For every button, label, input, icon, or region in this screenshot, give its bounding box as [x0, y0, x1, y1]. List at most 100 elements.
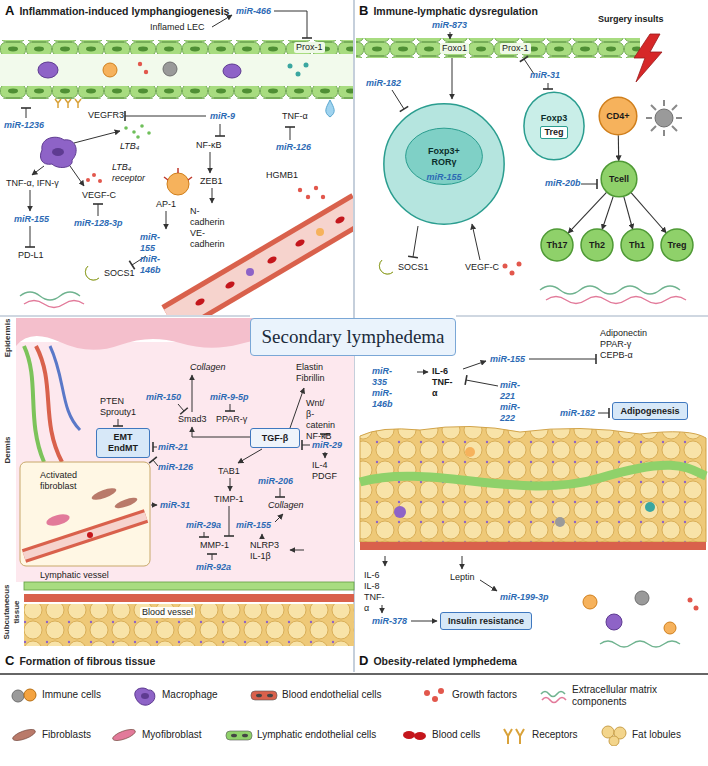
text-label: Th2 — [589, 240, 605, 251]
text-label: C — [5, 653, 14, 668]
label-anchor: miR-9-5p — [210, 392, 249, 403]
adipose-tissue — [360, 426, 706, 546]
lymphatic-vessel — [0, 40, 353, 54]
text-label: Treg — [540, 126, 567, 139]
activation-arrow — [325, 452, 326, 458]
inhibition-bar — [466, 380, 498, 386]
inhibition-bar — [26, 108, 27, 118]
vessel-layers — [24, 604, 354, 646]
label-anchor: miR-221 miR-222 — [500, 380, 520, 424]
label-anchor: miR-155 — [490, 354, 525, 365]
legend-swatch-part — [414, 732, 426, 740]
t-cell — [164, 168, 192, 195]
ltb4-molecule — [124, 124, 151, 139]
ecm-fiber — [546, 297, 686, 304]
label-anchor: IL-6 IL-8 TNF-α — [364, 570, 385, 614]
adipose-tissue — [360, 542, 706, 550]
inhibition-bar — [220, 124, 221, 136]
text-label: AP-1 — [156, 199, 176, 210]
legend-swatch-part — [541, 692, 565, 697]
mirna-label: miR-9 — [210, 111, 235, 122]
label-anchor: NF-κB — [196, 140, 222, 151]
inhibition-bar — [98, 204, 99, 216]
fibroblast-inset — [20, 462, 150, 566]
activation-arrow — [472, 224, 480, 260]
mirna-label: miR-9-5p — [210, 392, 249, 403]
fibroblast-inset — [24, 516, 146, 556]
text-label: Subcutaneous tissue — [2, 584, 22, 639]
label-anchor: HGMB1 — [266, 170, 298, 181]
receptor — [55, 99, 81, 108]
immune-cell — [688, 598, 693, 603]
legend-swatch — [600, 724, 628, 746]
text-label: PTEN Sprouty1 — [100, 396, 136, 418]
activation-arrow — [192, 427, 250, 437]
label-anchor: N-cadherin VE-cadherin — [190, 206, 225, 250]
inhibition-bar — [392, 90, 404, 109]
activation-arrow — [262, 534, 263, 539]
activation-arrow — [450, 32, 451, 39]
process-box: TGF-β — [250, 428, 300, 448]
cell-outline — [601, 161, 637, 197]
label-anchor: miR-182 — [560, 408, 595, 419]
activation-arrow — [480, 580, 497, 591]
label-anchor: Adiponectin PPAR-γ CEPB-α — [600, 328, 647, 361]
label-anchor: miR-1236 — [4, 120, 44, 131]
text-label: Extracellular matrix components — [572, 684, 684, 708]
label-anchor: Inflamed LEC — [150, 22, 205, 33]
blood-vessel — [334, 215, 346, 225]
text-label: Prox-1 — [500, 43, 531, 54]
dendritic-cell — [655, 109, 673, 127]
connector — [631, 193, 666, 233]
fibroblast-inset — [87, 532, 93, 538]
lymphatic-vessel — [356, 38, 640, 58]
socs1-icon — [379, 260, 393, 274]
legend-swatch — [110, 724, 138, 746]
adipose-tissue — [465, 447, 475, 457]
connector — [568, 192, 606, 233]
legend-swatch-part — [135, 688, 155, 705]
immune-cell — [288, 64, 293, 69]
legend-item: Fat lobules — [600, 724, 681, 746]
text-label: Th1 — [629, 240, 645, 251]
label-anchor: miR-873 — [432, 20, 467, 31]
text-label: Blood vessel — [140, 607, 195, 618]
legend-swatch — [225, 724, 253, 746]
legend-swatch — [10, 684, 38, 706]
activation-arrow — [210, 152, 211, 173]
mirna-label: miR-29a — [186, 520, 221, 531]
text-label: Foxp3+ RORγ — [428, 146, 460, 168]
label-anchor: miR-126 — [158, 462, 193, 473]
text-label: Foxo1 — [440, 43, 469, 54]
inhibition-bar — [274, 11, 307, 38]
inhibition-bar — [153, 460, 158, 466]
activation-arrow — [74, 131, 120, 143]
immune-cell — [223, 64, 241, 78]
ltb4-molecule — [132, 130, 136, 134]
text-label: IL-6 TNF-α — [432, 366, 452, 399]
inhibition-bar — [413, 226, 418, 257]
connector — [618, 135, 620, 161]
label-anchor: TIMP-1 — [214, 494, 244, 505]
label-anchor: miR-155 miR-146b — [140, 232, 161, 276]
tnf-droplet — [326, 100, 334, 117]
text-label: Surgery insults — [598, 14, 664, 25]
immune-cell — [583, 595, 597, 609]
text-label: Lymphatic vessel — [40, 570, 109, 581]
inhibition-bar — [230, 404, 231, 411]
label-anchor: AP-1 — [156, 199, 176, 210]
label-anchor: miR-155 — [14, 214, 49, 225]
process-box: Insulin resistance — [440, 612, 532, 630]
text-label: Adipogenesis — [620, 406, 679, 417]
mirna-label: miR-20b — [545, 178, 581, 189]
label-anchor: VEGF-C — [465, 262, 499, 273]
mirna-label: miR-29 — [312, 440, 342, 451]
text-label: Insulin resistance — [448, 616, 524, 627]
adipose-tissue — [645, 502, 655, 512]
ecm-fiber — [540, 286, 680, 294]
tnf-droplet — [326, 100, 334, 117]
activation-arrow — [462, 556, 463, 569]
text-label: Lymphatic endothelial cells — [257, 729, 376, 741]
inhibition-bar — [598, 413, 609, 414]
immune-cell — [296, 72, 301, 77]
